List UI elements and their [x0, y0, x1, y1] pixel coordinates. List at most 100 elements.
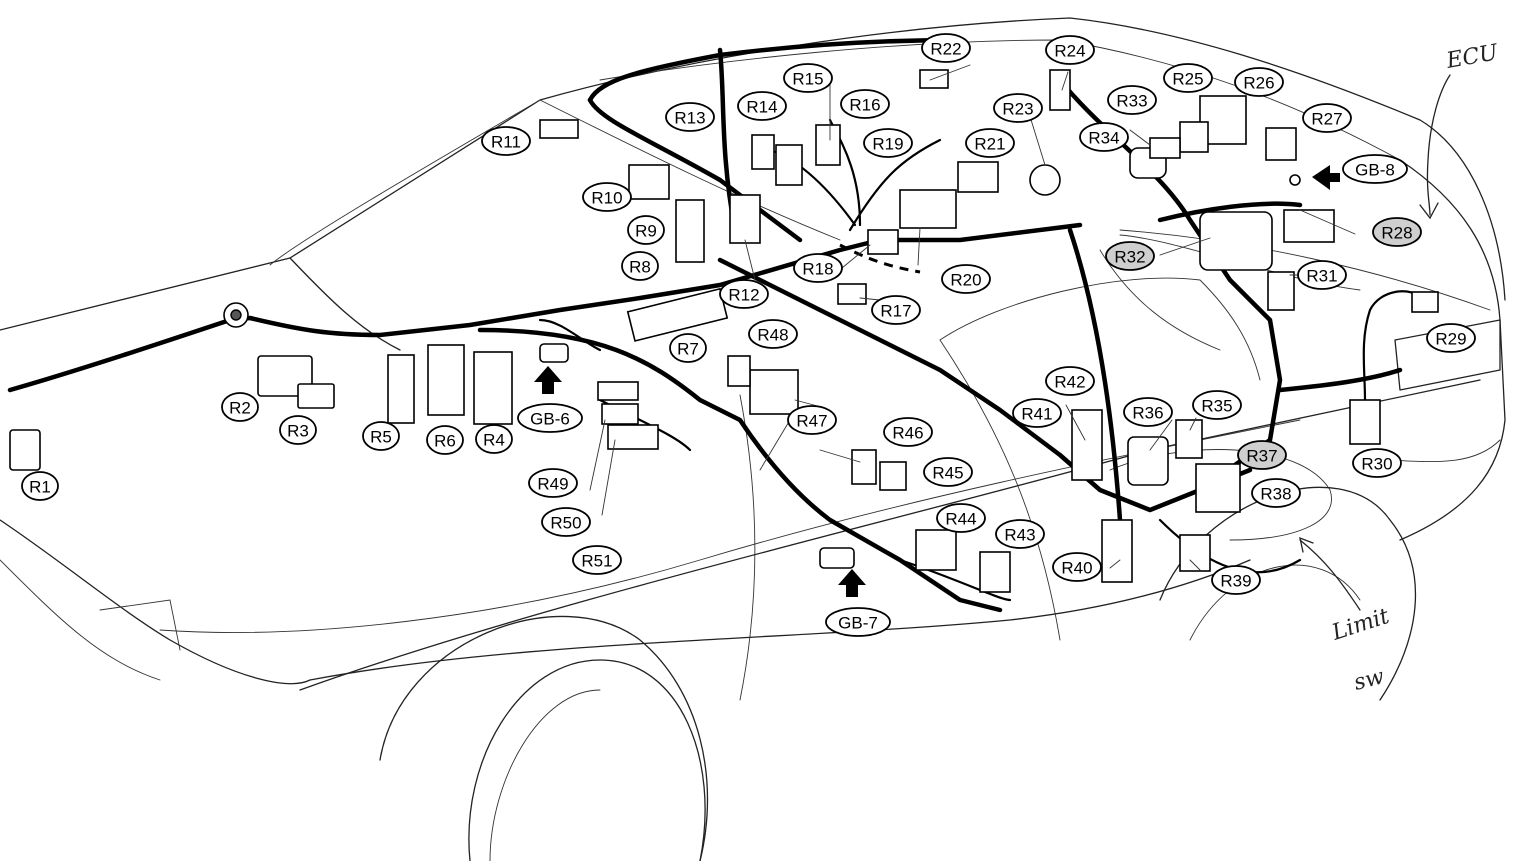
connector-label-r31: R31 — [1297, 260, 1347, 290]
label-text: GB-8 — [1355, 161, 1395, 180]
label-text: R26 — [1243, 74, 1274, 93]
label-text: R31 — [1306, 267, 1337, 286]
label-bubble — [1079, 122, 1129, 152]
leader-lines — [589, 64, 1356, 571]
label-text: R41 — [1021, 405, 1052, 424]
label-text: R23 — [1002, 100, 1033, 119]
harness-routes — [7, 37, 1427, 613]
label-bubble — [1192, 390, 1242, 420]
label-text: R6 — [434, 432, 456, 451]
label-bubble — [995, 519, 1045, 549]
label-text: R18 — [802, 260, 833, 279]
connector-label-r2: R2 — [221, 392, 259, 422]
connector-label-r42: R42 — [1045, 366, 1095, 396]
connector-label-r49: R49 — [528, 468, 578, 498]
label-text: R4 — [483, 431, 505, 450]
connector-label-r21: R21 — [965, 128, 1015, 158]
label-bubble — [1372, 217, 1422, 247]
ground-label-gb-7: GB-7 — [825, 607, 891, 637]
label-bubble — [921, 33, 971, 63]
label-bubble — [923, 457, 973, 487]
label-text: R28 — [1381, 224, 1412, 243]
label-bubble — [941, 264, 991, 294]
connector-label-r32: R32 — [1105, 241, 1155, 271]
label-text: R48 — [757, 326, 788, 345]
connector-label-r12: R12 — [719, 279, 769, 309]
connector-label-r41: R41 — [1012, 398, 1062, 428]
label-text: R37 — [1246, 447, 1277, 466]
label-text: R8 — [629, 258, 651, 277]
label-bubble — [1045, 35, 1095, 65]
connector-label-r9: R9 — [627, 215, 665, 245]
label-text: GB-7 — [838, 614, 878, 633]
connector-label-r26: R26 — [1234, 67, 1284, 97]
connector-label-r3: R3 — [279, 415, 317, 445]
ecu-annotation-arrowhead — [1419, 202, 1439, 220]
connector-label-r22: R22 — [921, 33, 971, 63]
limit-annotation-line2: sw — [1351, 664, 1386, 696]
connector-label-r27: R27 — [1302, 103, 1352, 133]
connector-label-r20: R20 — [941, 264, 991, 294]
label-bubble — [627, 215, 665, 245]
label-bubble — [665, 102, 715, 132]
label-text: R47 — [796, 412, 827, 431]
label-bubble — [1107, 85, 1157, 115]
connector-label-r17: R17 — [871, 295, 921, 325]
label-bubble — [1342, 154, 1408, 184]
label-text: R13 — [674, 109, 705, 128]
connector-label-r33: R33 — [1107, 85, 1157, 115]
label-bubble — [787, 405, 837, 435]
connector-label-r16: R16 — [840, 89, 890, 119]
label-text: R7 — [677, 340, 699, 359]
ecu-annotation: ECU — [1444, 40, 1501, 74]
label-text: R9 — [635, 222, 657, 241]
label-bubble — [1163, 63, 1213, 93]
label-text: R30 — [1361, 455, 1392, 474]
label-text: R34 — [1088, 129, 1119, 148]
connector-shapes — [9, 69, 1439, 593]
connector-label-r34: R34 — [1079, 122, 1129, 152]
label-text: R35 — [1201, 397, 1232, 416]
label-text: R33 — [1116, 92, 1147, 111]
connector-label-r39: R39 — [1211, 565, 1261, 595]
connector-label-r44: R44 — [936, 503, 986, 533]
label-bubble — [621, 251, 659, 281]
connector-label-r43: R43 — [995, 519, 1045, 549]
connector-label-r5: R5 — [362, 421, 400, 451]
label-bubble — [1052, 552, 1102, 582]
connector-label-r51: R51 — [572, 545, 622, 575]
connector-label-r36: R36 — [1123, 397, 1173, 427]
label-bubble — [825, 607, 891, 637]
label-text: R29 — [1435, 330, 1466, 349]
label-bubble — [21, 471, 59, 501]
connector-label-r10: R10 — [582, 182, 632, 212]
label-text: R17 — [880, 302, 911, 321]
label-text: R2 — [229, 399, 251, 418]
connector-label-r50: R50 — [541, 507, 591, 537]
label-text: R43 — [1004, 526, 1035, 545]
label-text: R32 — [1114, 248, 1145, 267]
label-text: R22 — [930, 40, 961, 59]
label-bubble — [840, 89, 890, 119]
label-bubble — [1352, 448, 1402, 478]
connector-label-r48: R48 — [748, 319, 798, 349]
label-text: R45 — [932, 464, 963, 483]
label-text: R10 — [591, 189, 622, 208]
ground-arrows — [534, 165, 1340, 597]
label-text: R27 — [1311, 110, 1342, 129]
label-bubble — [863, 128, 913, 158]
label-bubble — [1426, 323, 1476, 353]
label-bubble — [528, 468, 578, 498]
connector-label-r35: R35 — [1192, 390, 1242, 420]
ground-label-gb-8: GB-8 — [1342, 154, 1408, 184]
connector-label-r11: R11 — [481, 126, 531, 156]
label-bubble — [719, 279, 769, 309]
ground-label-gb-6: GB-6 — [517, 403, 583, 433]
label-bubble — [1251, 478, 1301, 508]
label-bubble — [426, 425, 464, 455]
connector-label-r15: R15 — [783, 63, 833, 93]
label-text: R15 — [792, 70, 823, 89]
label-text: R5 — [370, 428, 392, 447]
connector-label-r14: R14 — [737, 91, 787, 121]
